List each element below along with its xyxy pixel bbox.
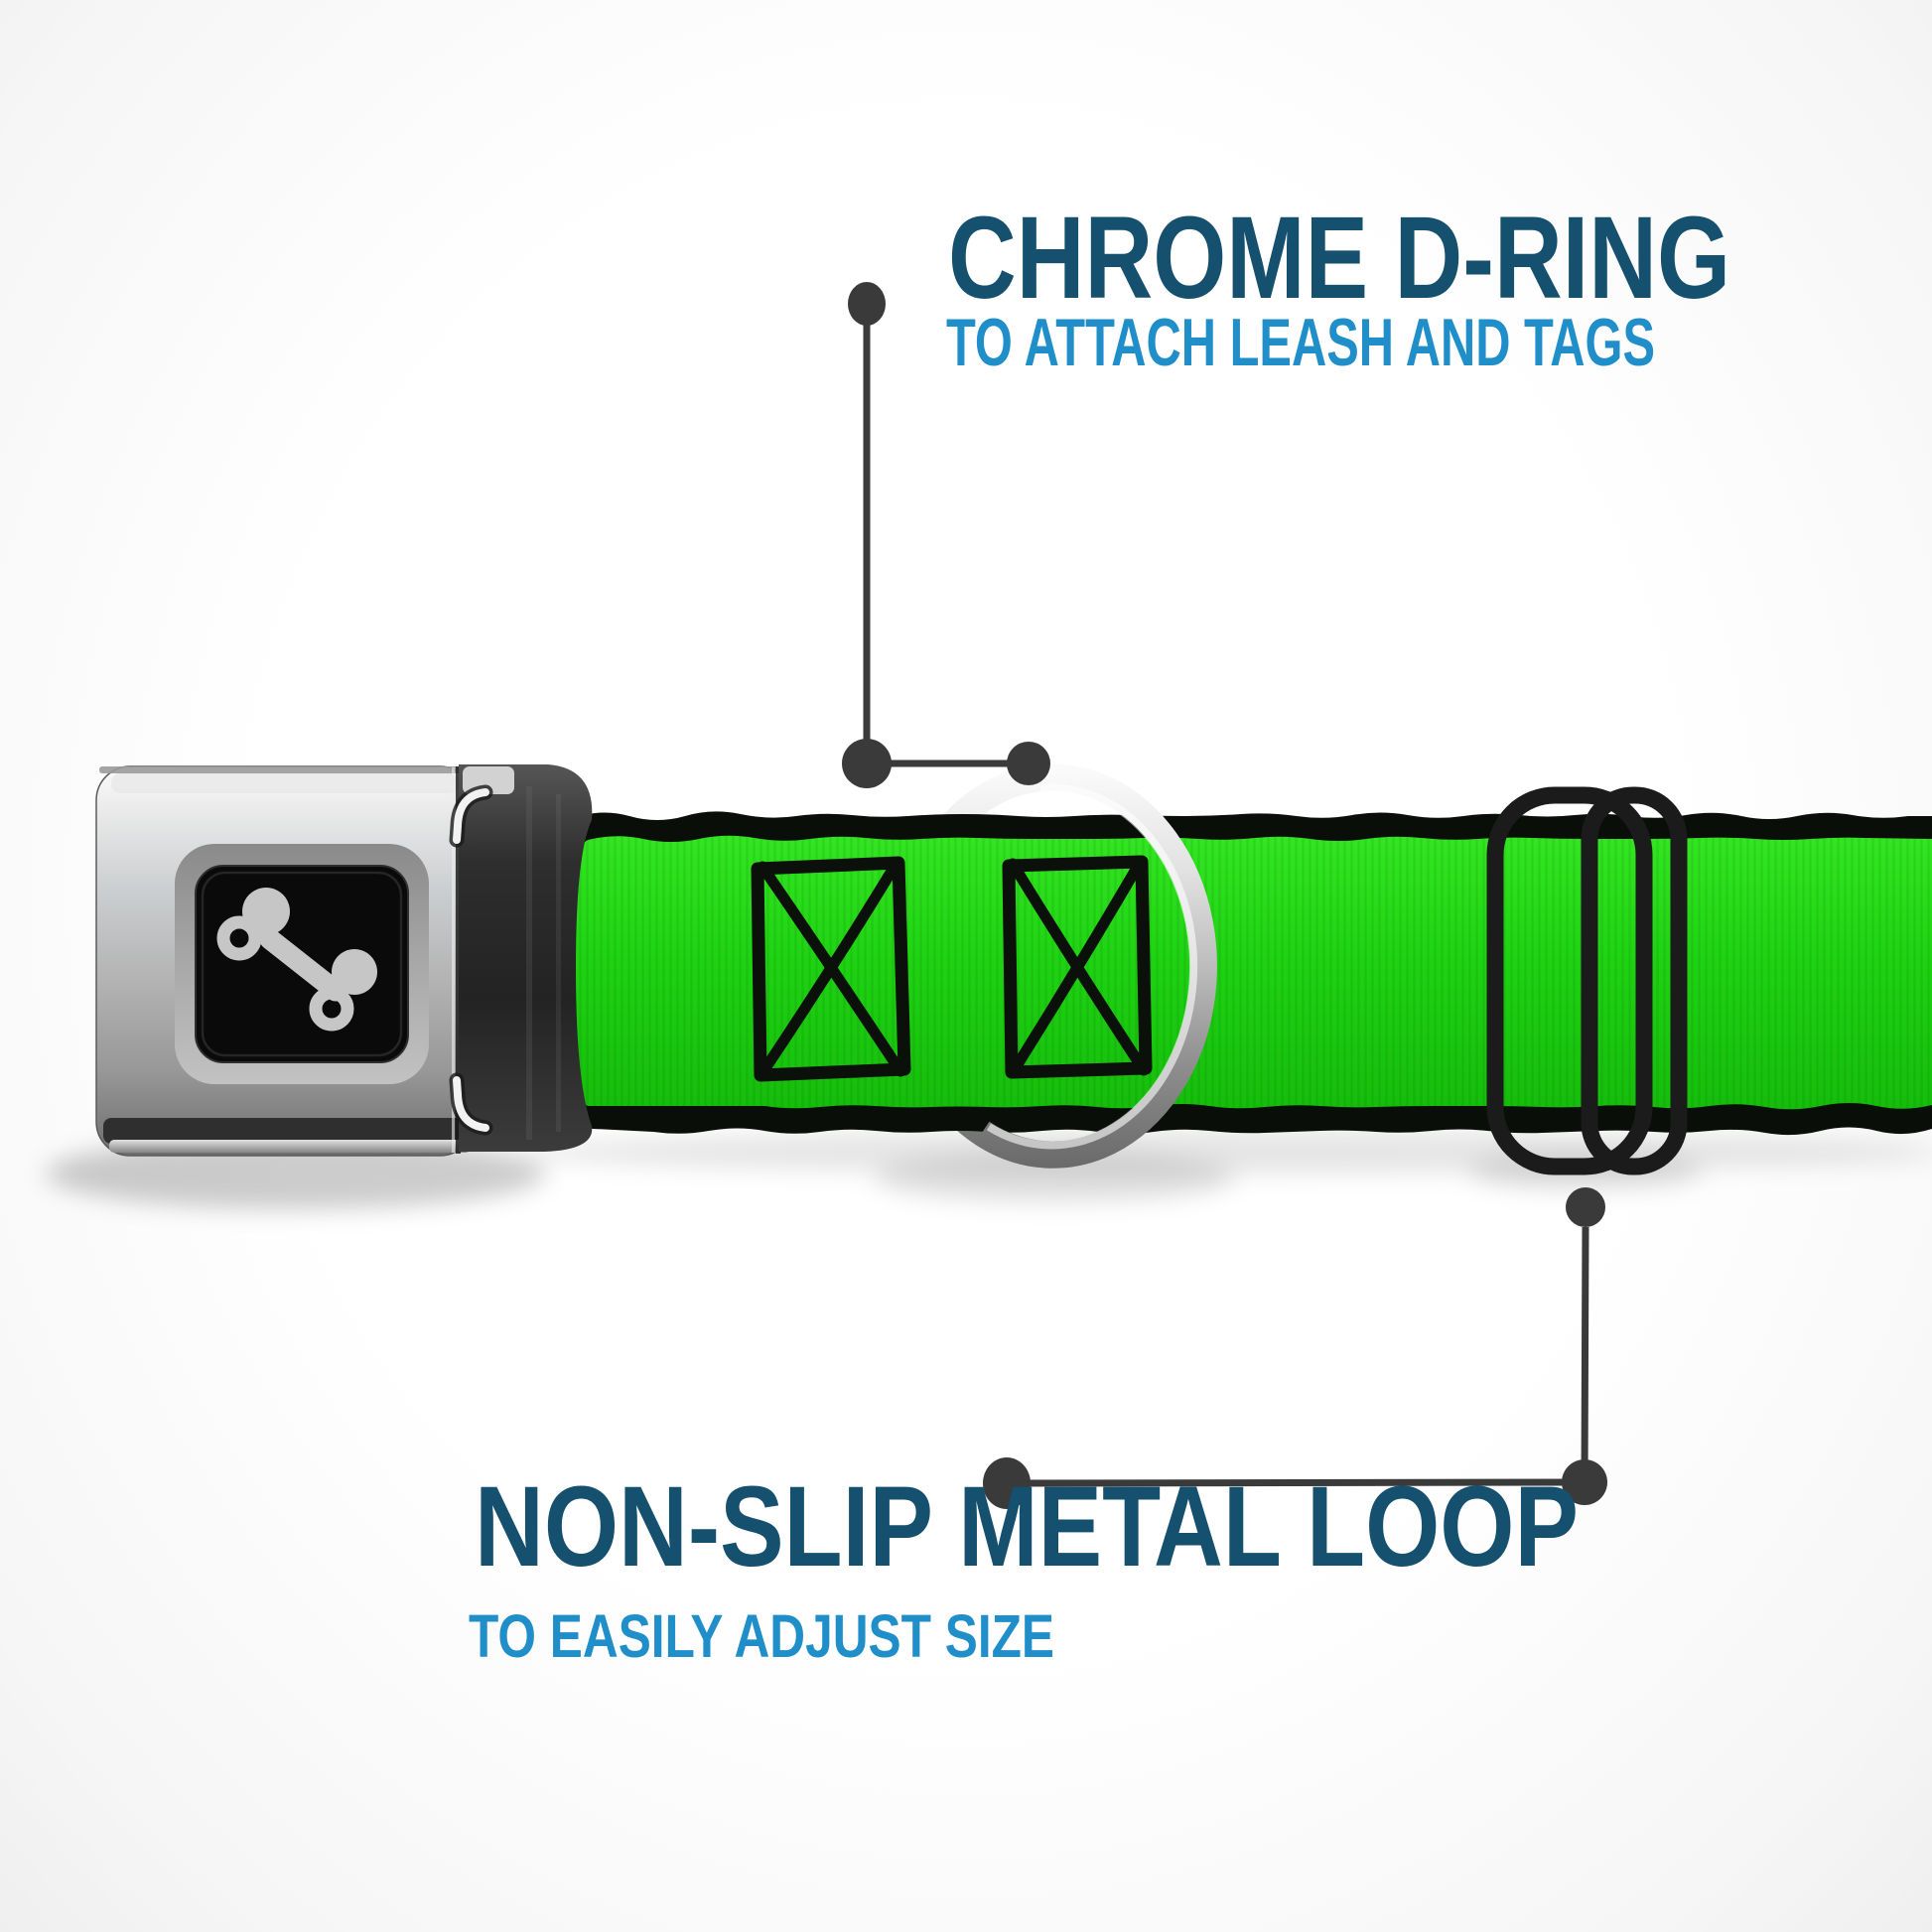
buckle-clip	[459, 764, 593, 1152]
dring-callout: CHROME D-RING TO ATTACH LEASH AND TAGS	[946, 193, 1730, 380]
clip-hooks	[449, 784, 493, 1136]
d-ring-front	[974, 763, 1217, 1169]
connector-dot	[983, 1457, 1031, 1509]
stitch-box-left	[751, 856, 911, 1082]
loop-callout-subtitle: TO EASILY ADJUST SIZE	[469, 1602, 1054, 1670]
connector-dot	[848, 282, 886, 326]
buckle-top-seam	[99, 766, 471, 773]
metal-loop-adjuster	[1486, 786, 1688, 1175]
buckle-base-chrome	[109, 1140, 471, 1153]
clip-streak	[556, 794, 561, 1132]
dring-callout-subtitle: TO ATTACH LEASH AND TAGS	[946, 305, 1655, 380]
dog-bone-icon	[216, 888, 377, 1032]
clip-divider	[456, 766, 461, 1154]
loop-callout-title: NON-SLIP METAL LOOP	[475, 1463, 1579, 1590]
connector-dot	[1562, 1459, 1607, 1505]
dring-callout-title: CHROME D-RING	[948, 193, 1730, 324]
stitch-box-right	[1002, 855, 1153, 1079]
connector-dot	[842, 739, 892, 788]
loop-callout: NON-SLIP METAL LOOP TO EASILY ADJUST SIZ…	[469, 1463, 1579, 1670]
connector-dot	[1566, 1187, 1605, 1227]
square-inner-sheen	[201, 871, 403, 1057]
buckle-top-lip	[111, 773, 459, 793]
seatbelt-buckle	[95, 764, 593, 1157]
dring-callout-connector	[842, 282, 1050, 788]
clip-streak	[526, 786, 532, 1140]
connector-dot	[1007, 742, 1050, 785]
buckle-base-band	[103, 1118, 473, 1144]
loop-callout-connector	[983, 1187, 1607, 1509]
clip-divider-highlight	[452, 767, 455, 1153]
